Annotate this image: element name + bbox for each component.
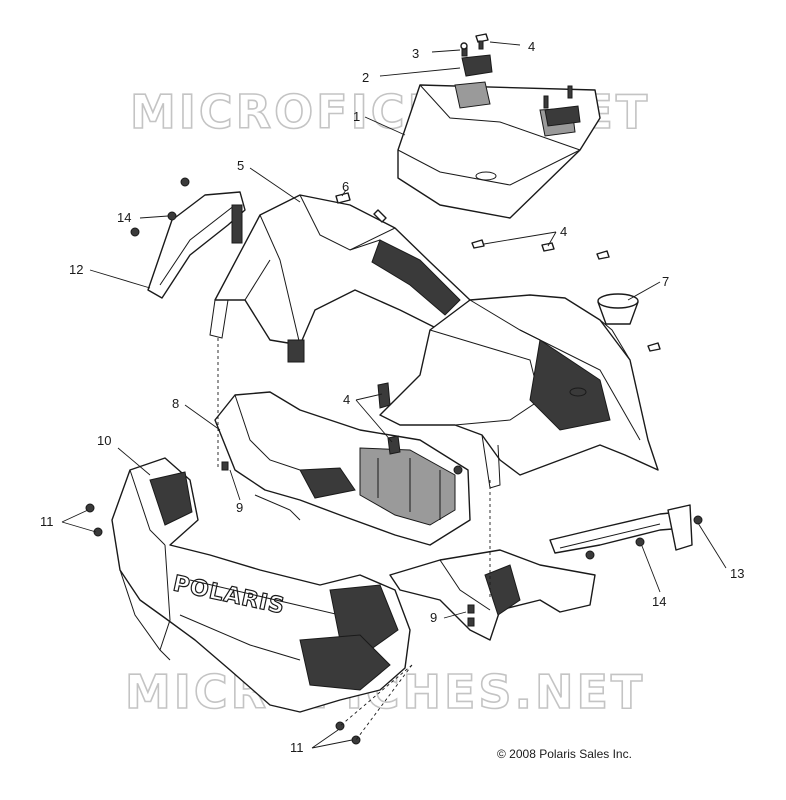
callout-1: 1 — [353, 109, 360, 124]
part-10-front-hood: POLARIS — [111, 457, 411, 713]
callout-4b: 4 — [560, 224, 567, 239]
callout-14b: 14 — [652, 594, 666, 609]
callout-14a: 14 — [117, 210, 131, 225]
part-4-screw-top — [475, 33, 573, 109]
callout-11b: 11 — [290, 740, 304, 755]
callout-2: 2 — [362, 70, 369, 85]
part-1-rack-lid — [397, 81, 601, 219]
part-13-side-bracket — [549, 504, 693, 554]
callout-8: 8 — [172, 396, 179, 411]
callout-13: 13 — [730, 566, 744, 581]
part-5-front-body-panel — [209, 194, 471, 363]
callout-labels: 3 4 2 1 5 6 14 12 4 7 4 8 10 9 11 13 14 … — [40, 39, 744, 755]
callout-4a: 4 — [528, 39, 535, 54]
part-3-screw — [460, 42, 468, 57]
rear-fender-body — [379, 294, 659, 489]
fasteners — [85, 177, 703, 745]
callout-12: 12 — [69, 262, 83, 277]
part-8-dash-tray — [214, 391, 471, 546]
callout-10: 10 — [97, 433, 111, 448]
callout-7: 7 — [662, 274, 669, 289]
part-7-cup-holder — [597, 293, 639, 325]
leader-lines — [61, 41, 727, 749]
callout-5: 5 — [237, 158, 244, 173]
part-2-hinge-plates — [461, 54, 581, 127]
callout-4c: 4 — [343, 392, 350, 407]
part-12-side-bracket — [147, 191, 246, 299]
callout-9b: 9 — [430, 610, 437, 625]
part-6-screw — [335, 192, 387, 223]
callout-6: 6 — [342, 179, 349, 194]
lower-right-panel — [389, 549, 596, 641]
alignment-lines — [217, 338, 491, 741]
callout-3: 3 — [412, 46, 419, 61]
callout-11a: 11 — [40, 514, 54, 529]
copyright-notice: © 2008 Polaris Sales Inc. — [497, 747, 632, 761]
callout-9a: 9 — [236, 500, 243, 515]
